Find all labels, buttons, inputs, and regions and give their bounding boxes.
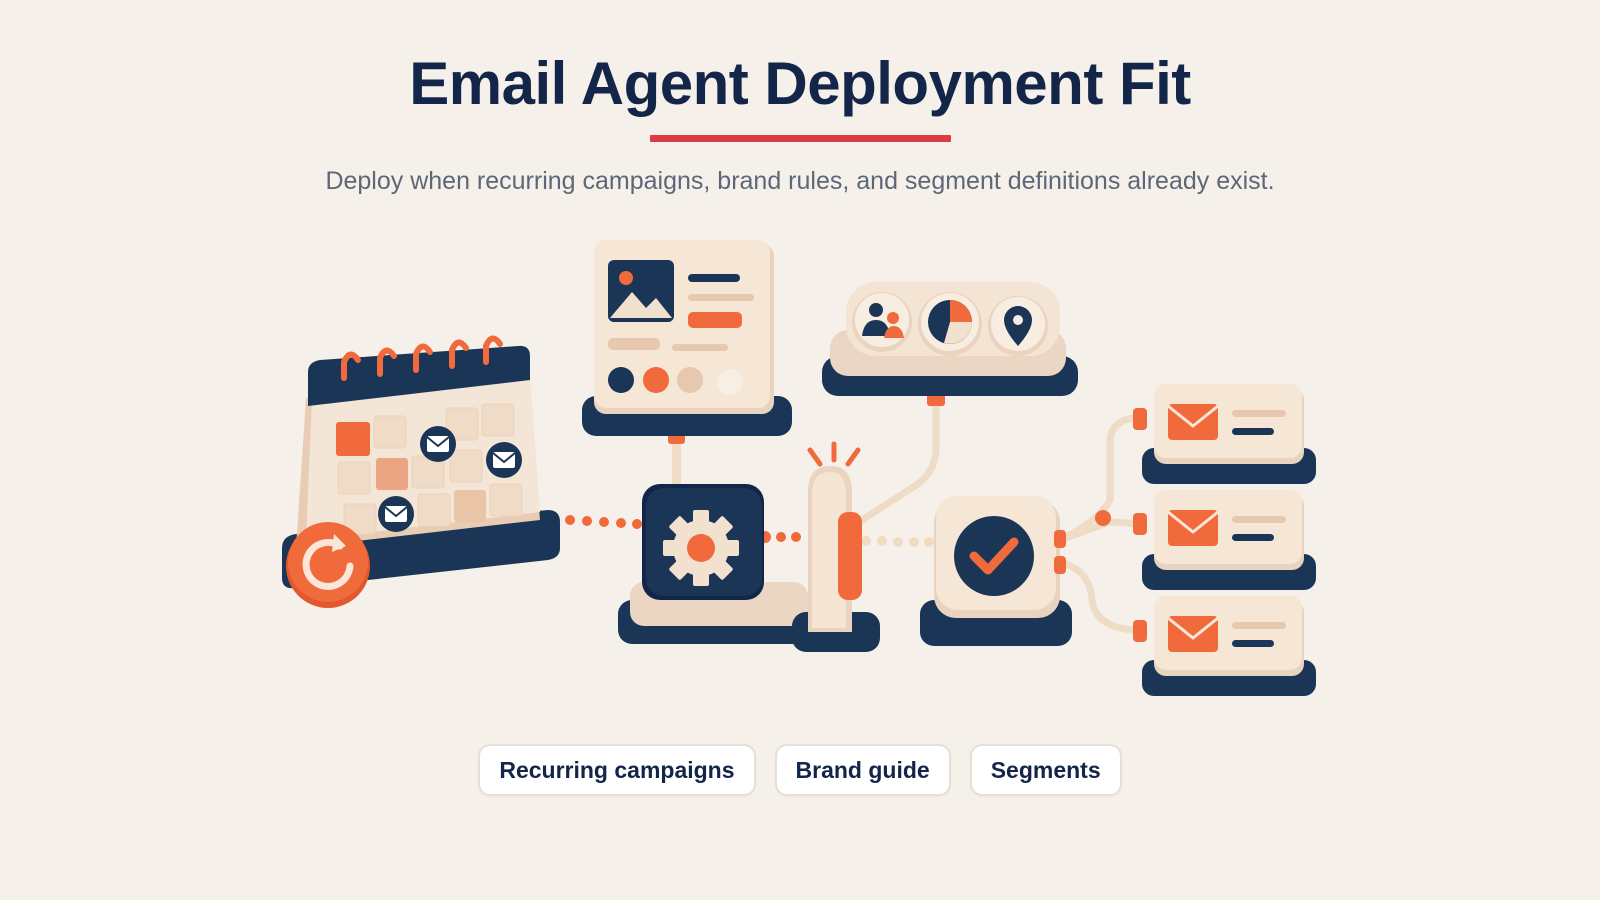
envelope-icon xyxy=(1142,490,1316,590)
envelope-icon xyxy=(1142,596,1316,696)
segments-panel xyxy=(822,282,1078,396)
check-icon xyxy=(920,496,1072,646)
chip-recurring-campaigns: Recurring campaigns xyxy=(478,744,756,796)
calendar-icon xyxy=(282,335,560,608)
users-icon xyxy=(852,292,912,352)
page-subtitle: Deploy when recurring campaigns, brand r… xyxy=(325,167,1275,195)
gear-icon xyxy=(618,484,816,644)
pie-chart-icon xyxy=(918,292,982,356)
connectors xyxy=(545,392,1147,642)
chip-brand-guide: Brand guide xyxy=(774,744,951,796)
chip-segments: Segments xyxy=(969,744,1122,796)
envelope-icon xyxy=(1142,384,1316,484)
requirement-chips: Recurring campaigns Brand guide Segments xyxy=(0,744,1600,796)
envelope-outputs xyxy=(1142,384,1316,696)
location-pin-icon xyxy=(988,296,1048,356)
page-title: Email Agent Deployment Fit xyxy=(409,50,1191,117)
title-underline xyxy=(650,135,951,142)
image-icon xyxy=(582,240,792,436)
gate-icon xyxy=(792,441,880,652)
